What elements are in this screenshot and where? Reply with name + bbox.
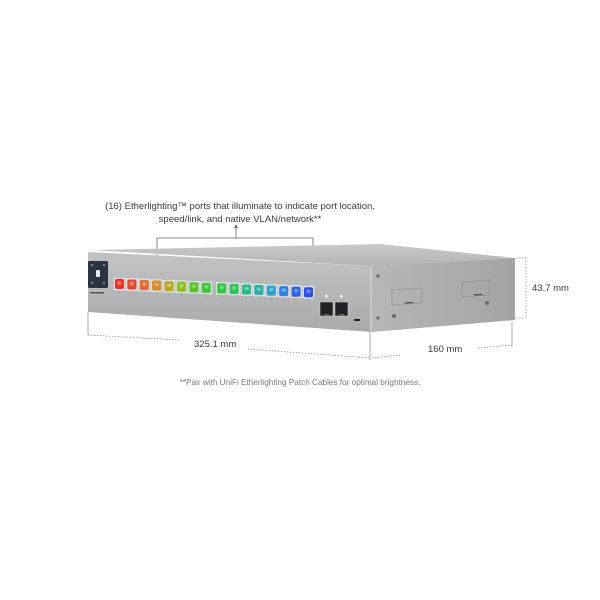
chassis-side <box>370 258 515 332</box>
etherlighting-port <box>163 279 175 296</box>
etherlighting-port <box>113 277 126 294</box>
callout-arrow-icon <box>234 224 238 228</box>
sfp-ports <box>319 295 349 317</box>
width-dimension-label: 325.1 mm <box>194 339 237 350</box>
height-dimension-line <box>516 257 527 319</box>
etherlighting-port <box>240 283 253 299</box>
side-screws <box>376 274 489 320</box>
etherlighting-ports <box>113 277 315 302</box>
etherlighting-port <box>138 278 151 295</box>
etherlighting-port <box>188 281 200 297</box>
footnote: **Pair with UniFi Etherlighting Patch Ca… <box>179 378 421 387</box>
depth-dimension-line <box>371 322 513 359</box>
etherlighting-port <box>228 282 240 299</box>
etherlighting-port <box>290 285 302 301</box>
etherlighting-port <box>302 286 315 302</box>
etherlighting-port <box>150 279 163 295</box>
etherlighting-port <box>277 284 290 301</box>
chassis-top <box>90 244 515 266</box>
height-dimension-label: 43.7 mm <box>532 283 569 294</box>
rack-mount-cutouts <box>391 279 491 306</box>
reset-button <box>354 319 360 321</box>
depth-dimension-label: 160 mm <box>428 344 463 355</box>
etherlighting-port <box>175 280 188 296</box>
width-dimension-line <box>87 312 371 360</box>
etherlighting-port <box>265 284 278 300</box>
etherlighting-port <box>215 282 228 298</box>
etherlighting-callout: (16) Etherlighting™ ports that illuminat… <box>100 200 380 226</box>
etherlighting-port <box>200 281 213 298</box>
etherlighting-port <box>253 283 265 300</box>
etherlighting-port <box>126 278 138 294</box>
front-display-panel <box>88 261 108 294</box>
callout-line-2: speed/link, and native VLAN/network** <box>158 214 322 225</box>
callout-line-1: (16) Etherlighting™ ports that illuminat… <box>105 201 375 212</box>
